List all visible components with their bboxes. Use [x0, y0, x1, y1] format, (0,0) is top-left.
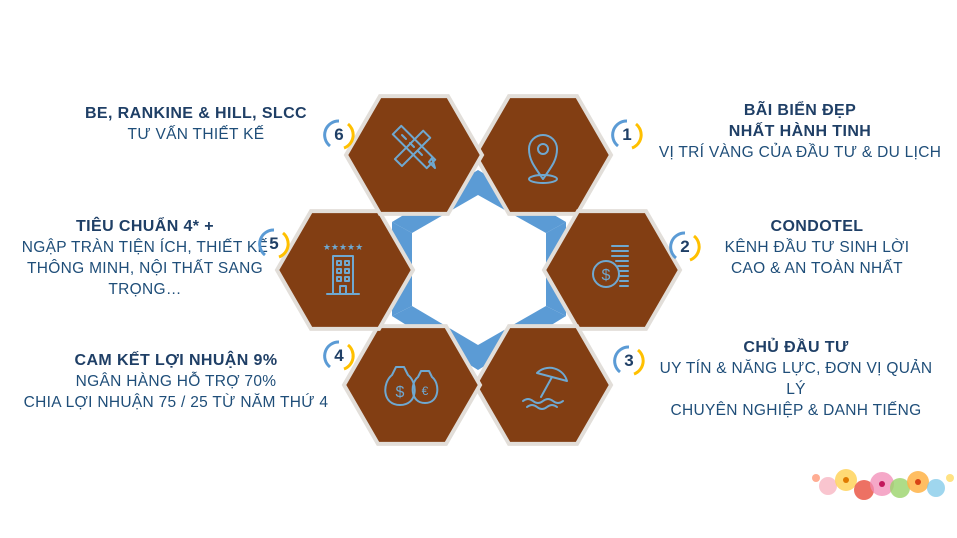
item-5-desc-3: TRỌNG… — [108, 281, 182, 298]
item-5-text: TIÊU CHUẨN 4* + NGẬP TRÀN TIỆN ÍCH, THIẾ… — [18, 216, 272, 300]
svg-text:★★★★★: ★★★★★ — [323, 243, 363, 253]
svg-text:€: € — [422, 384, 429, 398]
item-3-text: CHỦ ĐẦU TƯ UY TÍN & NĂNG LỰC, ĐƠN VỊ QUẢ… — [648, 337, 944, 421]
item-5-title: TIÊU CHUẨN 4* + — [75, 218, 215, 235]
hotel-building-icon: ★★★★★ — [323, 243, 363, 295]
flower-decoration — [812, 469, 954, 500]
item-6-title: BE, RANKINE & HILL, SLCC — [84, 105, 308, 122]
item-1-text: BÃI BIỂN ĐẸP NHẤT HÀNH TINH VỊ TRÍ VÀNG … — [655, 100, 945, 163]
item-3-title: CHỦ ĐẦU TƯ — [743, 339, 849, 356]
item-4-title: CAM KẾT LỢI NHUẬN 9% — [74, 352, 278, 369]
hexagon-2 — [541, 209, 683, 331]
item-2-text: CONDOTEL KÊNH ĐẦU TƯ SINH LỜI CAO & AN T… — [705, 216, 929, 279]
item-1-title: BÃI BIỂN ĐẸP — [743, 102, 857, 119]
number-badge-4: 4 — [323, 340, 355, 371]
svg-text:$: $ — [396, 384, 405, 401]
pencil-ruler-icon — [391, 124, 437, 170]
item-1-title-line2: NHẤT HÀNH TINH — [728, 123, 872, 140]
item-3-desc-2: CHUYÊN NGHIỆP & DANH TIẾNG — [670, 402, 922, 419]
item-2-desc-2: CAO & AN TOÀN NHẤT — [731, 260, 903, 277]
hexagon-4 — [341, 324, 483, 446]
item-4-desc-1: NGÂN HÀNG HỖ TRỢ 70% — [75, 373, 277, 390]
coins-dollar-icon: $ — [592, 245, 629, 288]
item-2-desc-1: KÊNH ĐẦU TƯ SINH LỜI — [724, 239, 910, 256]
item-5-desc-2: THÔNG MINH, NỘI THẤT SANG — [27, 260, 263, 277]
icon-group: $ $ € ★★★★★ — [323, 124, 629, 410]
item-6-text: BE, RANKINE & HILL, SLCC TƯ VẤN THIẾT KẾ — [62, 103, 330, 145]
map-pin-icon — [528, 134, 558, 184]
item-6-desc: TƯ VẤN THIẾT KẾ — [127, 126, 265, 143]
beach-umbrella-icon — [522, 366, 568, 410]
item-2-title: CONDOTEL — [770, 218, 864, 235]
number-badge-3: 3 — [613, 345, 645, 376]
item-5-desc-1: NGẬP TRÀN TIỆN ÍCH, THIẾT KẾ — [21, 239, 269, 256]
number-badge-5: 5 — [258, 228, 290, 259]
number-badge-1: 1 — [611, 119, 643, 150]
svg-text:$: $ — [602, 267, 611, 284]
item-1-desc: VỊ TRÍ VÀNG CỦA ĐẦU TƯ & DU LỊCH — [658, 144, 942, 161]
item-4-desc-2: CHIA LỢI NHUẬN 75 / 25 TỪ NĂM THỨ 4 — [23, 394, 329, 411]
hexagon-group — [274, 94, 683, 446]
number-badge-6: 6 — [323, 119, 355, 150]
number-badge-2: 2 — [669, 231, 701, 262]
money-bags-icon: $ € — [384, 366, 439, 406]
item-4-text: CAM KẾT LỢI NHUẬN 9% NGÂN HÀNG HỖ TRỢ 70… — [16, 350, 336, 413]
item-3-desc-1: UY TÍN & NĂNG LỰC, ĐƠN VỊ QUẢN LÝ — [659, 360, 933, 398]
